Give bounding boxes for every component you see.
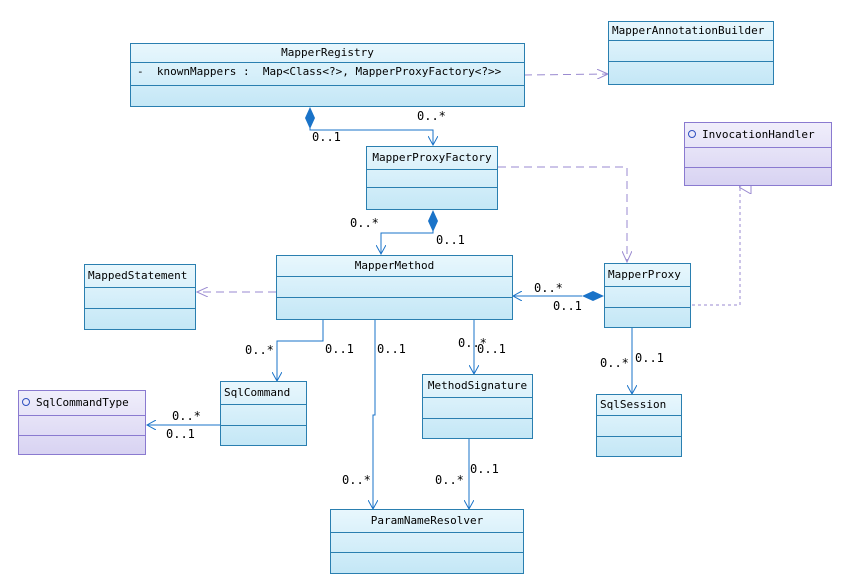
class-name: MapperAnnotationBuilder (612, 24, 765, 37)
class-name: MapperRegistry (281, 46, 374, 59)
interface-invocation-handler[interactable]: InvocationHandler (684, 122, 832, 186)
class-name: SqlCommand (224, 386, 291, 399)
class-name: MapperMethod (354, 259, 435, 272)
class-name: SqlCommandType (36, 396, 129, 409)
factory-diamond (428, 210, 438, 232)
class-name: MapperProxyFactory (372, 151, 492, 164)
interface-icon (22, 398, 30, 406)
multiplicity-label: 0..* (435, 473, 464, 487)
multiplicity-label: 0..1 (377, 342, 406, 356)
class-mapper-proxy-factory[interactable]: MapperProxyFactory (366, 146, 498, 210)
factory-to-method-association (381, 230, 434, 254)
class-sql-session[interactable]: SqlSession (596, 394, 682, 457)
method-to-resolver-association (373, 320, 375, 509)
interface-sql-command-type[interactable]: SqlCommandType (18, 390, 146, 455)
class-mapper-proxy[interactable]: MapperProxy (604, 263, 691, 328)
multiplicity-label: 0..* (534, 281, 563, 295)
class-name: InvocationHandler (702, 128, 815, 141)
proxy-realizes-invocationhandler (692, 187, 740, 306)
multiplicity-label: 0..1 (312, 130, 341, 144)
multiplicity-label: 0..* (417, 109, 446, 123)
multiplicity-label: 0..1 (166, 427, 195, 441)
class-sql-command[interactable]: SqlCommand (220, 381, 307, 446)
interface-icon (688, 130, 696, 138)
class-name: ParamNameResolver (370, 514, 484, 527)
class-mapper-method[interactable]: MapperMethod (276, 255, 513, 320)
class-mapper-registry[interactable]: MapperRegistry - knownMappers : Map<Clas… (130, 43, 525, 107)
class-attribute: - knownMappers : Map<Class<?>, MapperPro… (137, 65, 502, 78)
class-name: SqlSession (600, 398, 667, 411)
multiplicity-label: 0..1 (325, 342, 354, 356)
multiplicity-label: 0..* (342, 473, 371, 487)
multiplicity-label: 0..1 (553, 299, 582, 313)
multiplicity-label: 0..* (600, 356, 629, 370)
class-name: MethodSignature (427, 379, 528, 392)
registry-to-annotation-builder-dependency (523, 74, 608, 75)
class-mapped-statement[interactable]: MappedStatement (84, 264, 196, 330)
multiplicity-label: 0..* (245, 343, 274, 357)
class-mapper-annotation-builder[interactable]: MapperAnnotationBuilder (608, 21, 774, 85)
multiplicity-label: 0..1 (635, 351, 664, 365)
registry-diamond (305, 107, 315, 129)
multiplicity-label: 0..1 (477, 342, 506, 356)
class-name: MappedStatement (88, 269, 188, 282)
multiplicity-label: 0..* (172, 409, 201, 423)
class-method-signature[interactable]: MethodSignature (422, 374, 533, 439)
factory-to-proxy-dependency (498, 166, 627, 262)
method-to-sqlcommand-association (277, 320, 324, 381)
multiplicity-label: 0..1 (436, 233, 465, 247)
class-name: MapperProxy (608, 268, 681, 281)
class-param-name-resolver[interactable]: ParamNameResolver (330, 509, 524, 574)
multiplicity-label: 0..1 (470, 462, 499, 476)
multiplicity-label: 0..* (458, 336, 487, 350)
multiplicity-label: 0..* (350, 216, 379, 230)
proxy-diamond (582, 291, 604, 301)
